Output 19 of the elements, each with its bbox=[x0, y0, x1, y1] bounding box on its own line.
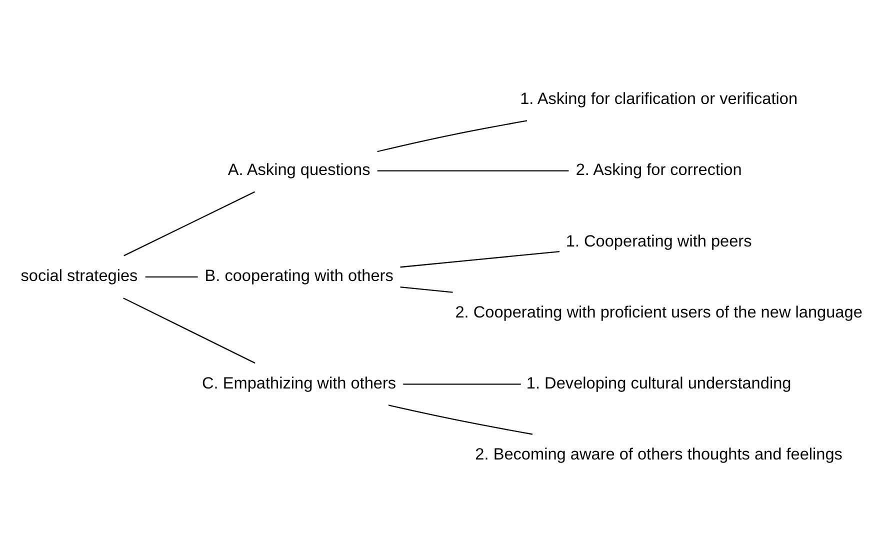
node-text: C. Empathizing with others bbox=[202, 374, 396, 392]
node-text: 1. Asking for clarification or verification bbox=[520, 89, 798, 108]
node-text: 2. Cooperating with proficient users of the new language bbox=[455, 302, 862, 321]
node-text: 2. Becoming aware of others thoughts and feelings bbox=[475, 445, 842, 464]
connector bbox=[145, 276, 198, 277]
connector bbox=[403, 383, 521, 384]
connector bbox=[377, 120, 528, 152]
node-text: 2. Asking for correction bbox=[576, 160, 742, 179]
connector bbox=[388, 404, 533, 434]
node-text: B. cooperating with others bbox=[204, 266, 394, 285]
node-text: social strategies bbox=[20, 266, 138, 285]
node-text: 1. Cooperating with peers bbox=[566, 232, 752, 250]
node-text: A. Asking questions bbox=[228, 160, 370, 179]
node-text: 1. Developing cultural understanding bbox=[526, 374, 792, 392]
connector bbox=[124, 190, 256, 256]
connector bbox=[123, 297, 256, 364]
connector bbox=[377, 170, 569, 171]
connector bbox=[400, 286, 453, 292]
connector bbox=[400, 250, 560, 268]
